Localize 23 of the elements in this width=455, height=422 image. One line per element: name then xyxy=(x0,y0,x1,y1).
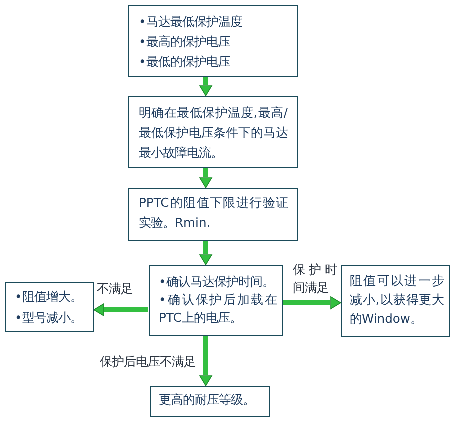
process-box xyxy=(128,5,298,77)
list-item: •马达最低保护温度 xyxy=(139,14,244,31)
process-box: 明确在最低保护温度,最高/最低保护电压条件下的马达最小故障电流。 xyxy=(128,96,298,168)
list-item: •阻值增大。 xyxy=(15,289,84,306)
process-box: 更高的耐压等级。 xyxy=(150,386,270,417)
list-item: •确认保护后加载在PTC上的电压。 xyxy=(159,292,277,327)
process-box xyxy=(149,265,283,336)
process-box xyxy=(5,282,94,332)
edge-label: 保护时间满足 xyxy=(293,262,337,297)
process-box: PPTC的阻值下限进行验证实验。Rmin. xyxy=(128,188,298,241)
arrow xyxy=(200,241,212,266)
arrow xyxy=(200,77,212,96)
list-item: •确认马达保护时间。 xyxy=(159,274,276,291)
list-item: •最低的保护电压 xyxy=(139,54,232,71)
arrow xyxy=(94,304,149,316)
process-box: 阻值可以进一步减小,以获得更大的Window。 xyxy=(341,265,450,337)
list-item: •型号减小。 xyxy=(15,310,84,327)
arrow xyxy=(200,168,212,188)
arrow xyxy=(283,296,342,310)
list-item: •最高的保护电压 xyxy=(139,34,232,51)
edge-label: 保护后电压不满足 xyxy=(100,354,197,371)
arrow xyxy=(200,336,212,386)
edge-label: 不满足 xyxy=(97,281,134,298)
